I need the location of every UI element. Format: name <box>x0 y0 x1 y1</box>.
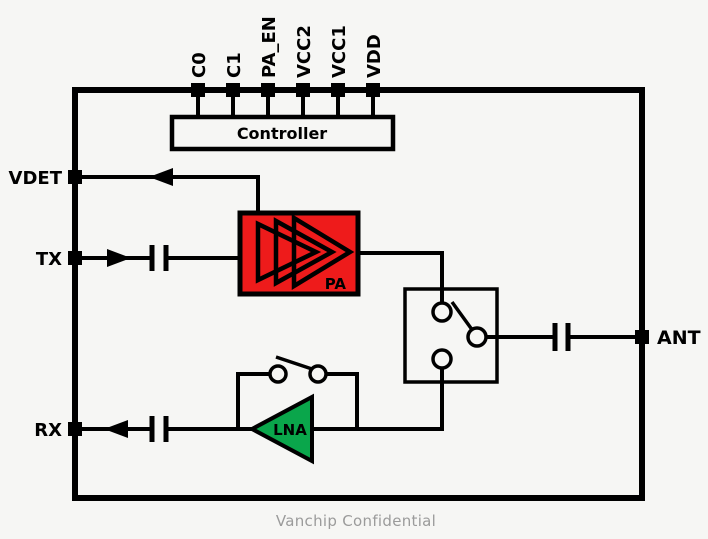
ant-dc-block-capacitor-icon <box>552 323 571 351</box>
switch-lever-icon <box>450 300 475 333</box>
confidential-footer: Vanchip Confidential <box>276 512 436 530</box>
lna-block: LNA <box>247 393 314 465</box>
top-pin-vcc1: VCC1 <box>329 25 350 119</box>
pin-pad <box>635 330 649 344</box>
pin-label-vcc1: VCC1 <box>329 25 350 78</box>
vdet-net <box>82 168 260 215</box>
controller-box <box>169 114 396 152</box>
left-pin-vdet: VDET <box>9 168 82 189</box>
pin-pad <box>366 83 380 97</box>
pa-to-switch-wire <box>358 251 444 303</box>
pin-label-pa-en: PA_EN <box>259 16 280 78</box>
pin-label-rx: RX <box>34 420 62 441</box>
switch-contact <box>268 364 288 384</box>
pin-pad <box>68 251 82 265</box>
switch-contact-tx <box>431 301 453 323</box>
left-pin-rx: RX <box>34 420 82 441</box>
switch-lever-icon <box>275 355 316 372</box>
ant-net <box>486 323 637 351</box>
top-pin-c1: C1 <box>224 52 245 119</box>
chip-boundary <box>72 87 645 501</box>
lna-triangle <box>247 393 314 465</box>
controller-block: Controller <box>169 114 396 152</box>
top-pin-vcc2: VCC2 <box>294 25 315 119</box>
pin-pad <box>68 170 82 184</box>
left-pin-tx: TX <box>36 249 82 270</box>
lna-bypass-switch <box>236 355 359 431</box>
amplifier-stage-icon <box>273 217 337 287</box>
pin-pad <box>68 422 82 436</box>
tx-dc-block-capacitor-icon <box>149 245 169 271</box>
pin-pad <box>226 83 240 97</box>
top-pin-vdd: VDD <box>364 34 385 119</box>
tx-arrow-icon <box>107 249 131 267</box>
controller-label: Controller <box>237 124 327 143</box>
switch-contact-pole <box>466 326 488 348</box>
pin-label-c0: C0 <box>189 52 210 78</box>
switch-contact <box>308 364 328 384</box>
pin-label-ant: ANT <box>657 327 701 349</box>
pin-pad <box>331 83 345 97</box>
pin-label-tx: TX <box>36 249 62 270</box>
top-pin-c0: C0 <box>189 52 210 119</box>
rx-dc-block-capacitor-icon <box>149 416 169 442</box>
pin-pad <box>296 83 310 97</box>
pin-label-vdet: VDET <box>9 168 63 189</box>
pa-block: PA <box>237 210 361 297</box>
lna-label: LNA <box>273 421 307 439</box>
pa-label: PA <box>325 275 347 293</box>
rx-arrow-icon <box>104 420 128 438</box>
vdet-arrow-icon <box>149 168 173 186</box>
switch-contact-rx <box>431 348 453 370</box>
rx-net <box>82 416 444 442</box>
amplifier-stage-icon <box>291 214 355 290</box>
amplifier-stage-icon <box>255 220 322 284</box>
top-pin-pa-en: PA_EN <box>259 16 280 119</box>
right-pin-ant: ANT <box>635 327 701 349</box>
pin-label-vcc2: VCC2 <box>294 25 315 78</box>
pin-label-c1: C1 <box>224 52 245 78</box>
pin-label-vdd: VDD <box>364 34 385 78</box>
pin-pad <box>191 83 205 97</box>
antenna-switch <box>403 287 499 429</box>
pin-pad <box>261 83 275 97</box>
tx-net <box>82 245 241 271</box>
